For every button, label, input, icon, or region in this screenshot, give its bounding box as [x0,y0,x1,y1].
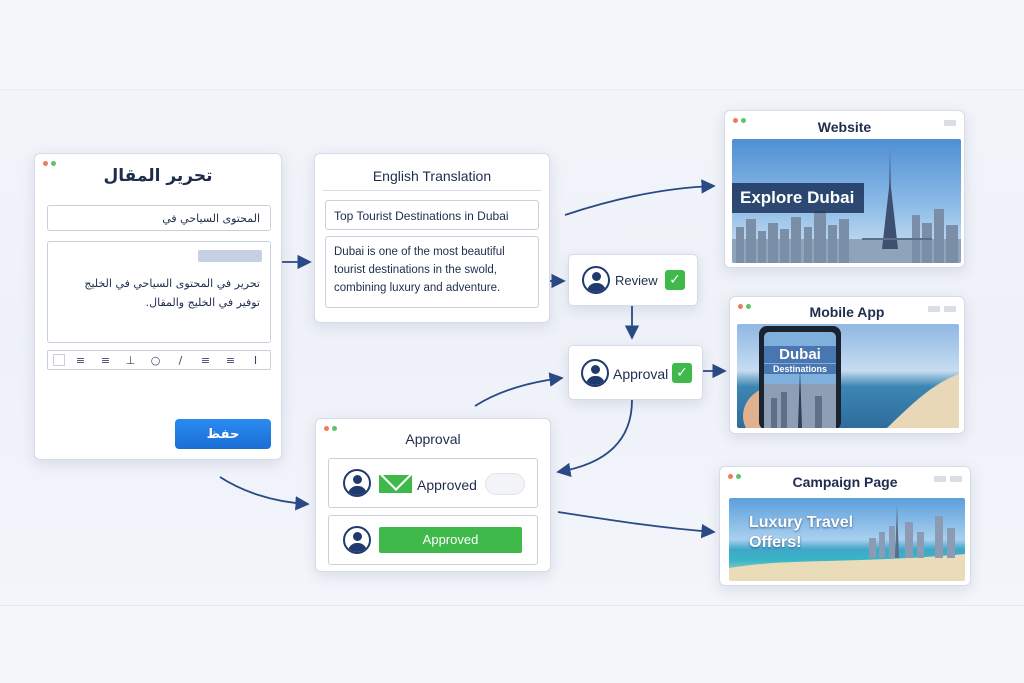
check-icon: ✓ [672,363,692,383]
mobile-title: Mobile App [809,304,885,320]
approved-status: Approved [417,477,477,493]
campaign-title: Campaign Page [792,474,898,490]
website-window: Website Explore Dubai [724,110,965,268]
article-body-line: تحرير في المحتوى السياحي في الخليج [84,277,260,290]
window-dots [738,304,751,309]
list-icon[interactable]: ≡ [200,353,211,367]
article-body-editor[interactable]: تحرير في المحتوى السياحي في الخليج توفير… [47,241,271,343]
background-band-top [0,0,1024,90]
user-avatar [343,526,371,554]
arrow-editor-to-panel [219,476,310,511]
mobile-preview-image: Dubai Destinations [737,324,959,428]
arrow-approval-to-panel [556,399,633,478]
translated-body[interactable]: Dubai is one of the most beautiful touri… [325,236,539,308]
translation-window: English Translation Top Tourist Destinat… [314,153,550,323]
square-icon[interactable] [53,354,65,366]
approved-button[interactable]: Approved [379,527,522,553]
check-icon: ✓ [665,270,685,290]
editor-title: تحرير المقال [103,166,213,186]
article-title-input[interactable]: المحتوى السياحي في [47,205,271,231]
approval-toggle[interactable] [485,473,525,495]
article-body-line: توفير في الخليج والمقال. [145,296,260,309]
campaign-headline-line1: Luxury Travel [749,514,854,531]
user-avatar [343,469,371,497]
reviewer-avatar [582,266,610,294]
text-cursor-icon[interactable]: I [253,353,258,367]
window-controls [928,306,956,312]
translated-headline[interactable]: Top Tourist Destinations in Dubai [325,200,539,230]
campaign-headline-line2: Offers! [749,534,802,551]
background-band-bottom [0,605,1024,683]
window-dots [43,161,56,166]
translation-title: English Translation [372,168,492,184]
explore-dubai-banner[interactable]: Explore Dubai [732,183,864,213]
campaign-hero-image: Luxury Travel Offers! [729,498,965,581]
approval-panel-title: Approval [405,431,461,447]
circle-icon[interactable]: ○ [150,353,161,367]
dubai-skyline-image: Explore Dubai [732,139,961,263]
approval-row-1: Approved [328,458,538,508]
window-controls [934,476,962,482]
approval-step[interactable]: Approval ✓ [568,345,703,400]
review-step[interactable]: Review ✓ [568,254,698,306]
align-left-icon[interactable]: ≡ [75,353,86,367]
align-right-icon[interactable]: ≡ [225,353,236,367]
app-screen-title: Dubai [764,346,836,363]
approver-avatar [581,359,609,387]
divider [323,190,541,191]
underline-icon[interactable]: ⊥ [125,353,136,367]
campaign-page-window: Campaign Page Luxury Travel Offers! [719,466,971,586]
italic-icon[interactable]: / [178,353,183,367]
article-body-text: تحرير في المحتوى السياحي في الخليج توفير… [54,274,260,312]
save-button[interactable]: حفظ [175,419,271,449]
mail-icon [379,475,412,493]
window-controls [944,120,956,126]
arrow-panel-to-approval [474,372,564,407]
arrow-panel-to-campaign [557,511,716,539]
window-dots [733,118,746,123]
approval-row-2: Approved [328,515,538,565]
app-screen-subtitle: Destinations [764,364,836,374]
mobile-app-window: Mobile App Dubai Destinations [729,296,965,434]
arrow-translation-to-website [564,179,716,216]
approval-panel: Approval Approved Approved [315,418,551,572]
window-dots [728,474,741,479]
formatting-toolbar: ≡ ≡ ⊥ ○ / ≡ ≡ I [47,350,271,370]
skyline-illustration [732,149,961,263]
align-center-icon[interactable]: ≡ [100,353,111,367]
beach-illustration [743,326,959,428]
editor-placeholder-bar [198,250,262,262]
arabic-editor-window: تحرير المقال المحتوى السياحي في تحرير في… [34,153,282,460]
review-label: Review [615,273,658,288]
coastline-illustration [729,504,965,581]
window-dots [324,426,337,431]
approval-label: Approval [613,366,669,382]
website-title: Website [817,119,872,135]
